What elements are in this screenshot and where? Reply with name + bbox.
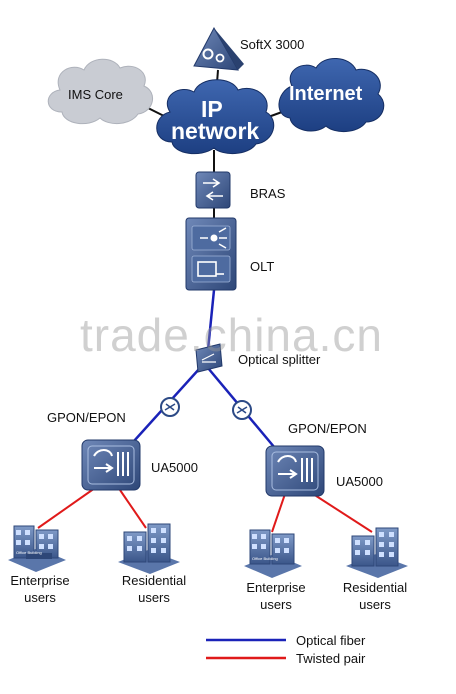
ua5000-left-label: UA5000	[151, 460, 198, 475]
enterprise-building-right-icon	[244, 529, 302, 578]
fiber-connector-right-icon	[232, 400, 252, 420]
twisted-ua-left-res	[119, 489, 147, 529]
gpon-epon-right-label: GPON/EPON	[288, 421, 367, 436]
bras-device-icon	[195, 171, 231, 209]
twisted-ua-right-ent	[271, 493, 286, 533]
enterprise-right-label-1: Enterprise	[246, 580, 306, 595]
watermark: trade.china.cn	[80, 309, 383, 361]
twisted-ua-right-res	[309, 491, 373, 533]
ip-label: IP	[201, 96, 223, 122]
ua5000-right-label: UA5000	[336, 474, 383, 489]
residential-building-left-icon	[118, 523, 180, 574]
legend-fiber-label: Optical fiber	[296, 633, 366, 648]
network-label: network	[171, 118, 260, 144]
softx-label: SoftX 3000	[240, 37, 305, 52]
ua5000-left-device-icon	[81, 439, 141, 491]
olt-device-icon	[185, 217, 237, 291]
legend-twisted-label: Twisted pair	[296, 651, 366, 666]
ims-core-cloud-icon	[47, 58, 153, 125]
fiber-olt-splitter	[206, 289, 216, 351]
gpon-epon-left-label: GPON/EPON	[47, 410, 126, 425]
residential-right-label-2: users	[359, 597, 391, 612]
olt-label: OLT	[250, 259, 275, 274]
internet-cloud-icon	[278, 58, 385, 132]
enterprise-right-label-2: users	[260, 597, 292, 612]
residential-right-label-1: Residential	[342, 580, 408, 595]
residential-left-label-1: Residential	[121, 573, 187, 588]
fiber-connector-left-icon	[160, 397, 180, 417]
building-sign-left: Office Building	[16, 550, 42, 555]
ims-core-label: IMS Core	[68, 87, 123, 102]
building-sign-right: Office Building	[252, 556, 278, 561]
optical-splitter-label: Optical splitter	[238, 352, 321, 367]
optical-splitter-icon	[195, 343, 223, 373]
internet-label: Internet	[289, 83, 363, 105]
twisted-ua-left-ent	[37, 487, 96, 529]
softx-3000-icon	[193, 26, 244, 71]
enterprise-building-left-icon	[8, 525, 66, 572]
ip-network-cloud-icon	[156, 79, 275, 155]
enterprise-left-label-2: users	[24, 590, 56, 605]
residential-left-label-2: users	[138, 590, 170, 605]
ua5000-right-device-icon	[265, 445, 325, 497]
bras-label: BRAS	[250, 186, 286, 201]
enterprise-left-label-1: Enterprise	[10, 573, 70, 588]
residential-building-right-icon	[346, 527, 408, 578]
